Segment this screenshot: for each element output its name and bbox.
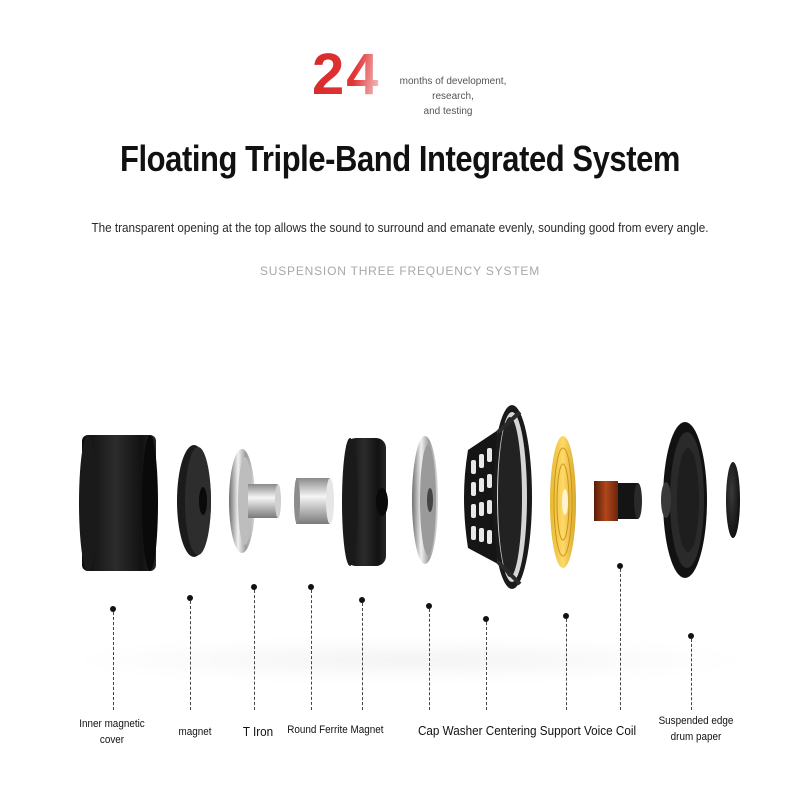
leader-line-ferrite-magnet-a xyxy=(311,590,312,710)
months-caption: months of development, research, and tes… xyxy=(378,74,518,119)
round-ferrite-magnet-part xyxy=(294,438,388,566)
label-magnet: magnet xyxy=(178,726,212,738)
label-cap-washer-centering-support-voice-coil: Cap Washer Centering Support Voice Coil xyxy=(417,723,637,738)
months-caption-line1: months of development, research, xyxy=(399,76,507,102)
magnet-part xyxy=(177,445,211,557)
label-inner-magnetic-cover: Inner magnetic cover xyxy=(79,718,145,746)
leader-dot-cap-washer xyxy=(426,603,432,609)
leader-line-drum-paper xyxy=(691,639,692,710)
leader-line-cap-washer xyxy=(429,609,430,710)
leader-dot-ferrite-magnet-a xyxy=(308,584,314,590)
speaker-basket-part xyxy=(464,405,532,589)
leader-dot-magnet xyxy=(187,595,193,601)
cap-washer-part xyxy=(412,436,438,564)
leader-line-t-iron xyxy=(254,590,255,710)
leader-dot-voice-coil xyxy=(617,563,623,569)
label-suspended-edge-drum-paper: Suspended edge drum paper xyxy=(658,715,734,743)
label-t-iron: T Iron xyxy=(242,724,274,739)
leader-dot-ferrite-magnet-b xyxy=(359,597,365,603)
page-title: Floating Triple-Band Integrated System xyxy=(120,138,680,179)
voice-coil-part xyxy=(594,481,642,521)
exploded-speaker-illustration xyxy=(79,405,740,589)
leader-line-basket xyxy=(486,622,487,710)
months-number: 24 xyxy=(312,42,381,107)
page-subtitle: The transparent opening at the top allow… xyxy=(91,220,709,235)
label-round-ferrite-magnet: Round Ferrite Magnet xyxy=(287,724,384,736)
leader-line-ferrite-magnet-b xyxy=(362,603,363,710)
dust-cap-part xyxy=(726,462,740,538)
months-caption-line2: and testing xyxy=(423,106,473,117)
floor-reflection xyxy=(60,640,760,680)
leader-dot-basket xyxy=(483,616,489,622)
leader-line-inner-magnetic-cover xyxy=(113,612,114,710)
leader-line-centering-support xyxy=(566,619,567,710)
t-iron-part xyxy=(229,449,281,553)
leader-line-voice-coil xyxy=(620,569,621,710)
suspended-edge-drum-paper-part xyxy=(661,422,707,578)
leader-dot-t-iron xyxy=(251,584,257,590)
leader-dot-centering-support xyxy=(563,613,569,619)
inner-magnetic-cover-part xyxy=(79,435,158,571)
leader-dot-inner-magnetic-cover xyxy=(110,606,116,612)
centering-support-part xyxy=(550,436,576,568)
leader-line-magnet xyxy=(190,601,191,710)
leader-dot-drum-paper xyxy=(688,633,694,639)
system-caption: SUSPENSION THREE FREQUENCY SYSTEM xyxy=(259,264,540,278)
